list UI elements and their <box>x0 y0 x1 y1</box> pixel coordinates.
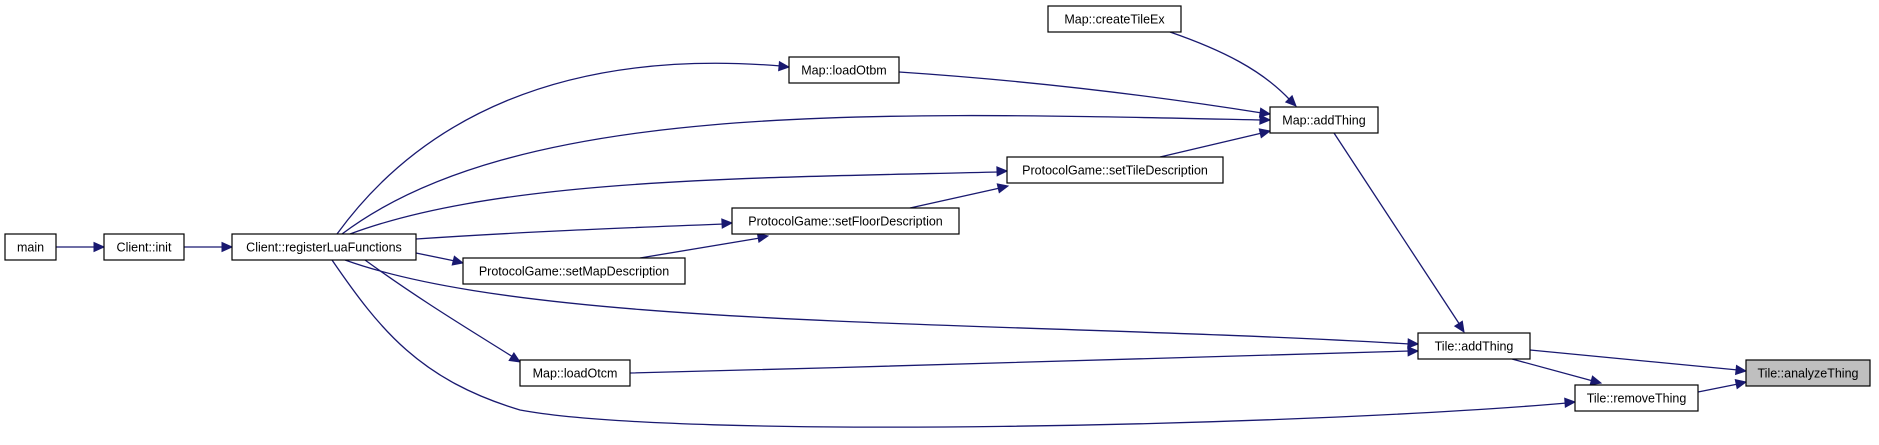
edge-line <box>415 223 725 240</box>
edge-line <box>898 71 1263 114</box>
edge-load-otbm-to-map-add-thing <box>898 71 1272 118</box>
edge-set-floor-desc-to-set-tile-desc <box>909 183 1010 209</box>
edge-line <box>629 350 1411 374</box>
arrowhead <box>1589 375 1603 386</box>
edge-line <box>336 62 782 235</box>
edge-line <box>364 259 514 358</box>
edge-line <box>341 114 1263 235</box>
node-label-tile-add-thing: Tile::addThing <box>1435 340 1514 354</box>
edge-create-tile-ex-to-map-add-thing <box>1169 31 1297 107</box>
edge-register-lua-to-tile-add-thing <box>344 259 1420 349</box>
node-client-register-lua-functions[interactable]: Client::registerLuaFunctions <box>231 233 417 261</box>
edge-register-lua-to-set-map-desc <box>415 252 465 266</box>
node-label-map-create-tile-ex: Map::createTileEx <box>1064 13 1165 27</box>
edge-line <box>909 187 1001 209</box>
node-label-tile-remove-thing: Tile::removeThing <box>1587 392 1687 406</box>
node-map-add-thing[interactable]: Map::addThing <box>1269 106 1379 134</box>
edge-line <box>331 259 1568 428</box>
node-main[interactable]: main <box>4 233 57 261</box>
node-label-client-init: Client::init <box>117 241 172 255</box>
node-protocol-game-set-floor-description[interactable]: ProtocolGame::setFloorDescription <box>731 207 960 235</box>
arrowhead <box>721 218 734 229</box>
node-map-load-otcm[interactable]: Map::loadOtcm <box>519 359 631 387</box>
edge-register-lua-to-load-otcm <box>364 259 522 363</box>
arrowhead <box>1564 397 1577 408</box>
edge-main-to-client-init <box>56 241 106 253</box>
edge-line <box>1529 349 1739 371</box>
edge-tile-remove-thing-to-tile-analyze-thing <box>1697 379 1748 393</box>
node-label-map-add-thing: Map::addThing <box>1282 114 1365 128</box>
edge-register-lua-to-set-floor-desc <box>415 218 734 240</box>
node-protocol-game-set-tile-description[interactable]: ProtocolGame::setTileDescription <box>1006 156 1224 184</box>
edge-load-otcm-to-tile-add-thing <box>629 346 1420 374</box>
node-client-init[interactable]: Client::init <box>103 233 185 261</box>
edge-line <box>1511 358 1594 382</box>
arrowhead <box>996 183 1010 194</box>
node-tile-analyze-thing[interactable]: Tile::analyzeThing <box>1745 359 1871 387</box>
node-tile-remove-thing[interactable]: Tile::removeThing <box>1574 384 1699 412</box>
edge-register-lua-to-load-otbm <box>336 60 791 235</box>
node-label-main: main <box>17 241 44 255</box>
edge-register-lua-to-map-add-thing <box>341 114 1272 235</box>
edge-line <box>639 237 761 259</box>
edge-tile-add-thing-to-tile-remove-thing <box>1511 358 1603 386</box>
arrowhead <box>451 255 465 266</box>
node-protocol-game-set-map-description[interactable]: ProtocolGame::setMapDescription <box>462 257 686 285</box>
nodes-layer: main Client::init Client::registerLuaFun… <box>4 5 1871 412</box>
edge-line <box>1169 31 1291 101</box>
edge-line <box>1697 383 1739 393</box>
node-map-create-tile-ex[interactable]: Map::createTileEx <box>1047 5 1182 33</box>
arrowhead <box>1259 114 1272 125</box>
node-map-load-otbm[interactable]: Map::loadOtbm <box>788 56 900 84</box>
node-label-protocol-game-set-tile-description: ProtocolGame::setTileDescription <box>1022 164 1208 178</box>
node-label-map-load-otcm: Map::loadOtcm <box>533 367 618 381</box>
arrowhead <box>756 232 770 244</box>
edge-line <box>415 252 456 262</box>
arrowhead <box>1258 107 1272 118</box>
arrowhead <box>93 241 106 253</box>
edge-set-tile-desc-to-map-add-thing <box>1159 128 1272 158</box>
edge-client-init-to-register-lua <box>184 241 234 253</box>
node-label-client-register-lua-functions: Client::registerLuaFunctions <box>246 241 402 255</box>
node-label-protocol-game-set-floor-description: ProtocolGame::setFloorDescription <box>748 215 943 229</box>
node-tile-add-thing[interactable]: Tile::addThing <box>1417 332 1531 360</box>
edges-layer <box>56 31 1748 428</box>
arrowhead <box>1735 364 1748 376</box>
arrowhead <box>1407 346 1420 357</box>
arrowhead <box>1407 338 1420 349</box>
arrowhead <box>1453 320 1465 334</box>
node-label-protocol-game-set-map-description: ProtocolGame::setMapDescription <box>479 265 669 279</box>
arrowhead <box>1284 94 1297 107</box>
edge-map-add-thing-to-tile-add-thing <box>1333 132 1465 334</box>
edge-line <box>349 171 1000 235</box>
edge-line <box>1333 132 1461 326</box>
edge-set-map-desc-to-set-floor-desc <box>639 232 770 259</box>
arrowhead <box>508 351 522 363</box>
node-label-tile-analyze-thing: Tile::analyzeThing <box>1758 367 1859 381</box>
arrowhead <box>1734 379 1748 390</box>
edge-register-lua-to-set-tile-desc <box>349 166 1009 235</box>
arrowhead <box>996 166 1009 177</box>
edge-line <box>1159 132 1263 158</box>
edge-tile-add-thing-to-tile-analyze-thing <box>1529 349 1748 376</box>
arrowhead <box>778 60 791 72</box>
edge-register-lua-to-tile-remove-thing <box>331 259 1577 428</box>
arrowhead <box>221 241 234 253</box>
edge-line <box>344 259 1411 345</box>
node-label-map-load-otbm: Map::loadOtbm <box>801 64 886 78</box>
arrowhead <box>1258 128 1272 139</box>
